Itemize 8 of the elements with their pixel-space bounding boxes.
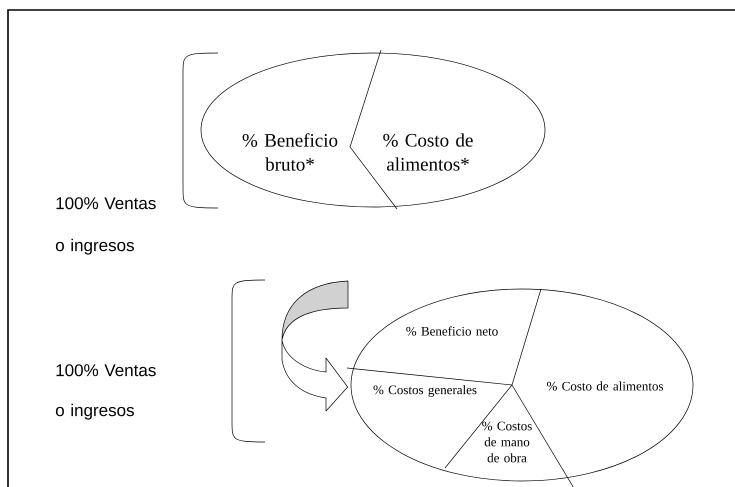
segment-label: % Beneficio bruto* <box>242 133 338 171</box>
segment-label: % Costos generales <box>373 385 477 397</box>
segment-label: % Beneficio neto <box>406 326 498 336</box>
segment-label: % Costos de mano de obra <box>482 422 532 462</box>
segment-label: % Costo de alimentos* <box>383 133 473 171</box>
side-label: 100% Ventas o ingresos <box>56 364 156 420</box>
segment-label: % Costo de alimentos <box>546 381 664 391</box>
side-label: 100% Ventas o ingresos <box>56 197 156 255</box>
